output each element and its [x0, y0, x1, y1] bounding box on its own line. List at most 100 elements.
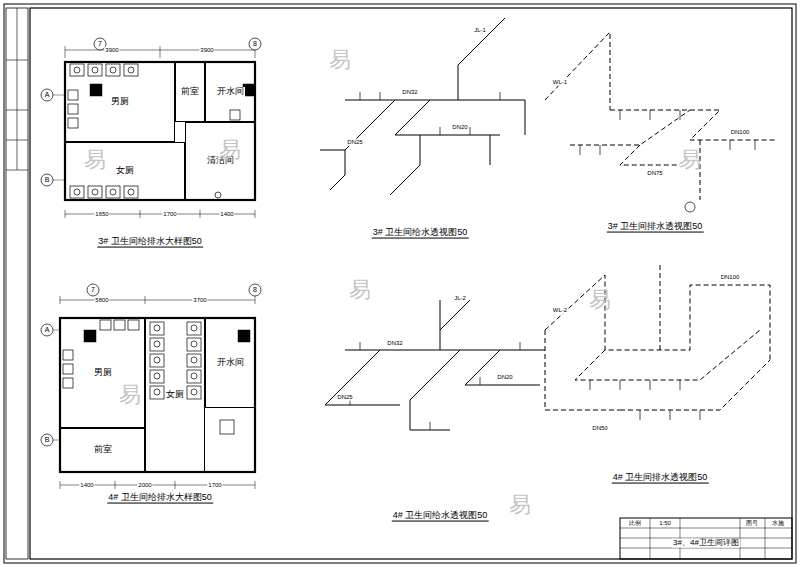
- column: [238, 330, 250, 342]
- toilet-bowl: [128, 189, 134, 195]
- toilet-bowl: [191, 341, 197, 347]
- watermark: 易: [588, 288, 612, 312]
- room-name: 开水间: [216, 87, 245, 97]
- axis-bubble: [41, 174, 53, 186]
- toilet-bowl: [154, 357, 160, 363]
- toilet-stall: [187, 386, 201, 399]
- trap: [680, 110, 681, 120]
- water-heater: [230, 110, 240, 120]
- room-name: 女厕: [165, 390, 185, 400]
- supply-pipe: [320, 100, 395, 150]
- supply-pipe: [345, 100, 525, 101]
- room-box: 女厕: [65, 142, 185, 200]
- room-name: 女厕: [115, 166, 135, 176]
- toilet-bowl: [92, 189, 98, 195]
- annotation: DN32: [386, 340, 403, 347]
- dimension-tick: [255, 210, 256, 218]
- toilet-stall: [150, 354, 164, 367]
- annotation: JL-2: [453, 295, 467, 302]
- axis-bubble: [249, 38, 261, 50]
- toilet-bowl: [154, 325, 160, 331]
- annotation: 5800: [94, 297, 109, 304]
- toilet-stall: [150, 370, 164, 383]
- room-box: 前室: [60, 428, 145, 472]
- dimension-tick: [60, 481, 61, 489]
- axis-bubble: [87, 284, 99, 296]
- toilet-bowl: [191, 373, 197, 379]
- axis-line: [53, 330, 60, 331]
- annotation: 1650: [94, 211, 109, 218]
- dimension-tick: [160, 46, 161, 58]
- axis-line: [53, 440, 60, 441]
- trap: [700, 410, 701, 420]
- floor-drain: [215, 192, 221, 198]
- toilet-stall: [124, 64, 138, 76]
- annotation: 1700: [207, 482, 222, 489]
- annotation: 1400: [79, 482, 94, 489]
- trap: [620, 380, 621, 390]
- toilet-stall: [70, 186, 84, 198]
- room-box: 开水间: [205, 318, 255, 408]
- toilet-stall: [100, 320, 111, 330]
- supply-pipe: [345, 350, 440, 351]
- drain-pipe: [660, 265, 661, 350]
- toilet-bowl: [128, 67, 134, 73]
- annotation: DN75: [646, 170, 663, 177]
- fixture-branch: [470, 127, 471, 135]
- room-box: 前室: [175, 62, 205, 122]
- toilet-stall: [187, 354, 201, 367]
- toilet-stall: [70, 64, 84, 76]
- sink: [220, 420, 234, 434]
- annotation: WL-2: [552, 307, 568, 314]
- toilet-bowl: [191, 389, 197, 395]
- trap: [640, 410, 641, 420]
- annotation: 图号: [745, 520, 759, 527]
- title-line: [620, 528, 792, 529]
- annotation: 3700: [192, 297, 207, 304]
- sheet-frame: [4, 4, 796, 563]
- fixture-branch: [480, 377, 481, 385]
- annotation: DN100: [730, 129, 751, 136]
- trap: [670, 410, 671, 420]
- dimension-tick: [175, 481, 176, 489]
- title-line: [620, 548, 792, 549]
- axis-line: [53, 180, 65, 181]
- toilet-bowl: [154, 389, 160, 395]
- watermark: 易: [348, 278, 372, 302]
- column: [243, 84, 255, 96]
- toilet-bowl: [74, 189, 80, 195]
- annotation: 3900: [199, 47, 214, 54]
- watermark: 易: [83, 148, 107, 172]
- toilet-stall: [114, 320, 125, 330]
- supply-pipe: [440, 300, 470, 330]
- toilet-stall: [150, 322, 164, 335]
- toilet-bowl: [154, 341, 160, 347]
- drawing-title: 3# 卫生间给排水大样图50: [97, 237, 203, 248]
- title-line: [650, 518, 651, 559]
- trap: [755, 140, 756, 150]
- supply-pipe: [525, 100, 526, 135]
- fixture-branch: [430, 422, 431, 430]
- trap: [620, 110, 621, 120]
- drain-pipe: [545, 32, 610, 110]
- urinal: [68, 90, 78, 100]
- annotation: 8: [252, 40, 258, 48]
- toilet-stall: [88, 64, 102, 76]
- dimension-tick: [140, 210, 141, 218]
- toilet-stall: [187, 370, 201, 383]
- axis-bubble: [41, 324, 53, 336]
- trap: [580, 145, 581, 155]
- trap: [600, 145, 601, 155]
- trap: [680, 380, 681, 390]
- annotation: WL-1: [552, 79, 568, 86]
- room-box: 女厕: [145, 318, 205, 472]
- fixture-branch: [440, 127, 441, 135]
- annotation: DN100: [720, 274, 741, 281]
- toilet-stall: [124, 186, 138, 198]
- toilet-stall: [88, 186, 102, 198]
- drain-pipe: [620, 360, 770, 410]
- dimension-tick: [60, 296, 61, 304]
- dimension-tick: [115, 481, 116, 489]
- urinal: [63, 364, 73, 374]
